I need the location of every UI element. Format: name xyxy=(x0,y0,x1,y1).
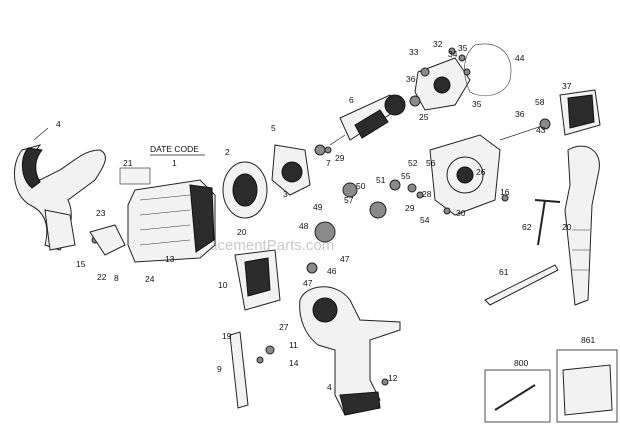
part-label: 6 xyxy=(349,95,354,105)
part-label: 11 xyxy=(289,340,298,350)
part-label: 26 xyxy=(476,167,486,177)
part-label: 19 xyxy=(222,331,232,341)
part-label: 15 xyxy=(76,259,86,269)
part-label: 27 xyxy=(279,322,289,332)
part-label: 4 xyxy=(327,382,332,392)
part-label: 54 xyxy=(420,215,430,225)
part-label: 3 xyxy=(283,189,288,199)
part-label: 62 xyxy=(522,222,532,232)
part-label: 50 xyxy=(356,181,366,191)
part-label: 28 xyxy=(422,189,432,199)
part-label: 32 xyxy=(433,39,443,49)
part-label: 23 xyxy=(96,208,106,218)
part-label: 35 xyxy=(458,43,468,53)
part-label: 800 xyxy=(514,358,528,368)
motor-housing-part xyxy=(127,179,216,263)
part-label: 51 xyxy=(376,175,386,185)
part-label: 9 xyxy=(217,364,222,374)
part-label: 1 xyxy=(172,158,177,168)
part-label: 47 xyxy=(303,278,313,288)
part-label: 20 xyxy=(562,222,572,232)
gear-plate-part xyxy=(414,43,512,111)
depth-rod-part xyxy=(229,331,249,409)
part-label: 5 xyxy=(271,123,276,133)
side-handle-part xyxy=(564,145,600,306)
part-label: 25 xyxy=(419,112,429,122)
part-label: 22 xyxy=(97,272,107,282)
part-label: 29 xyxy=(405,203,415,213)
case-box-part xyxy=(556,349,618,423)
date-code-text: DATE CODE xyxy=(150,144,199,154)
chuck-key-part xyxy=(534,199,561,246)
part-label: 13 xyxy=(165,254,175,264)
switch-housing-part xyxy=(234,249,281,311)
part-label: 43 xyxy=(536,125,546,135)
part-label: 52 xyxy=(408,158,418,168)
field-part xyxy=(222,161,268,219)
part-label: 20 xyxy=(237,227,247,237)
part-label: 12 xyxy=(388,373,398,383)
part-label: 8 xyxy=(114,273,119,283)
callout-labels: 4 1 2 3 5 6 7 21 23 15 22 8 24 13 20 10 … xyxy=(56,39,595,392)
part-label: 58 xyxy=(535,97,545,107)
baffle-part xyxy=(271,144,311,196)
part-label: 35 xyxy=(472,99,482,109)
part-label: 14 xyxy=(289,358,299,368)
wrench-part xyxy=(484,264,559,306)
part-label: 56 xyxy=(426,158,436,168)
part-label: 61 xyxy=(499,267,509,277)
part-label: 47 xyxy=(340,254,350,264)
part-label: 861 xyxy=(581,335,595,345)
part-label: 57 xyxy=(344,195,354,205)
part-label: 46 xyxy=(327,266,337,276)
part-label: 55 xyxy=(401,171,411,181)
gear-case-part xyxy=(429,134,501,216)
part-label: 4 xyxy=(56,119,61,129)
chuck-part xyxy=(499,89,601,141)
part-label: 49 xyxy=(313,202,323,212)
part-label: 10 xyxy=(218,280,228,290)
part-label: 16 xyxy=(500,187,510,197)
part-label: 44 xyxy=(515,53,525,63)
small-parts xyxy=(89,47,551,386)
part-label: 48 xyxy=(299,221,309,231)
part-label: 36 xyxy=(515,109,525,119)
rear-handle-part xyxy=(13,127,106,251)
part-label: 29 xyxy=(335,153,345,163)
part-label: 37 xyxy=(562,81,572,91)
part-label: 34 xyxy=(448,49,458,59)
armature-part xyxy=(329,94,406,146)
part-label: 24 xyxy=(145,274,155,284)
part-label: 30 xyxy=(456,208,466,218)
part-label: 33 xyxy=(409,47,419,57)
kit-box-part xyxy=(484,369,551,423)
part-label: 7 xyxy=(326,158,331,168)
date-code-callout: DATE CODE xyxy=(119,144,205,185)
part-label: 36 xyxy=(406,74,416,84)
part-label: 21 xyxy=(123,158,133,168)
main-handle-part xyxy=(299,286,401,416)
part-label: 2 xyxy=(225,147,230,157)
